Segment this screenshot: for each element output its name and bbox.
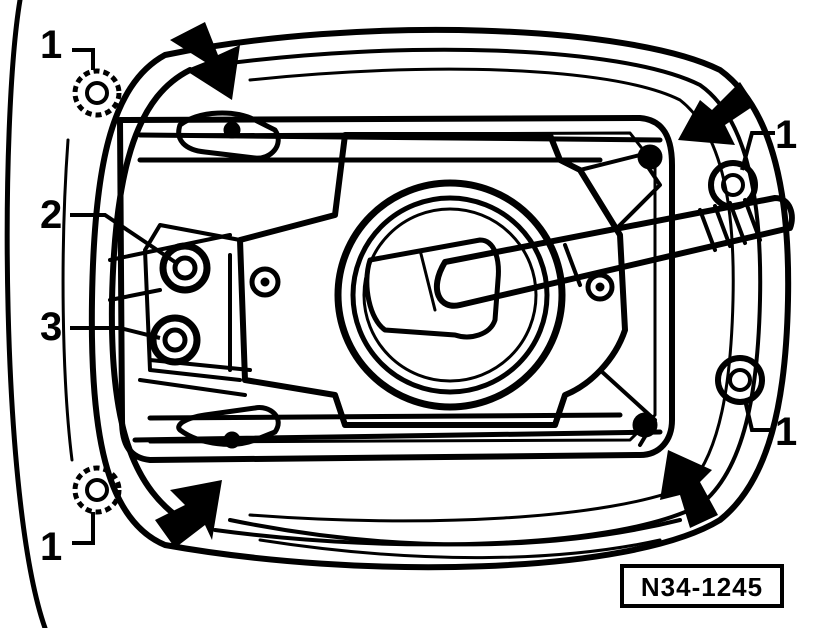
arrow-top-right-icon (678, 82, 755, 145)
callout-1-top-left: 1 (40, 23, 62, 67)
lower-arc-1 (228, 518, 682, 547)
lower-clip (176, 405, 281, 447)
leader-2 (70, 213, 177, 264)
lower-rail (132, 412, 663, 443)
callout-3: 3 (40, 305, 62, 349)
rail-pin-upper-right-icon (637, 144, 663, 170)
linkage-upper (578, 153, 662, 232)
callout-1-top-right: 1 (775, 113, 797, 157)
housing-plate-outline (117, 115, 675, 463)
bolt-3-icon (149, 314, 201, 366)
rail-pin-lower-left-icon (223, 431, 241, 449)
rail-pin-upper-left-icon (223, 121, 241, 139)
nut-bottom-left-icon (72, 465, 122, 515)
arrow-bottom-left-icon (155, 480, 222, 548)
shroud-ring-3 (248, 67, 735, 523)
callout-1-bottom-right: 1 (775, 410, 797, 454)
reference-code-box: N34-1245 (620, 564, 784, 608)
leader-1-top-right (740, 131, 775, 171)
callout-2: 2 (40, 193, 62, 237)
gaiter-ring-mid (350, 195, 550, 395)
arrows (155, 22, 755, 548)
callout-1-bottom-left: 1 (40, 525, 62, 569)
lever-base-detail (418, 248, 437, 312)
plate-screw-right-icon (585, 272, 615, 302)
leader-1-top-left (72, 48, 95, 70)
leader-1-bottom-left (72, 512, 95, 545)
arrow-top-left-icon (170, 22, 240, 100)
upper-rail (137, 132, 663, 163)
left-bracket (143, 223, 242, 382)
gaiter-ring-inner (362, 207, 538, 383)
leader-1-bottom-right (743, 399, 775, 432)
bolt-2-icon (159, 242, 211, 294)
plate-screw-left-icon (249, 266, 281, 298)
central-mounting-plate (237, 132, 628, 428)
nut-bottom-right-icon (715, 355, 765, 405)
reference-code: N34-1245 (641, 572, 763, 602)
plate-left-tab (228, 238, 247, 382)
outer-body-edge (4, 0, 48, 628)
arrow-bottom-right-icon (660, 450, 718, 528)
shift-rod-sleeve (563, 198, 762, 287)
nut-top-left-icon (72, 68, 122, 118)
rail-pin-lower-right-icon (632, 412, 658, 438)
leader-3 (70, 326, 161, 340)
fasteners (72, 68, 765, 515)
nut-top-right-icon (708, 160, 758, 210)
upper-clip (176, 110, 281, 161)
outer-body-inner-edge (61, 138, 74, 462)
shift-rod (433, 195, 795, 309)
leader-lines (70, 48, 775, 545)
lower-arc-2 (258, 538, 662, 560)
gaiter-ring-outer (334, 179, 566, 411)
